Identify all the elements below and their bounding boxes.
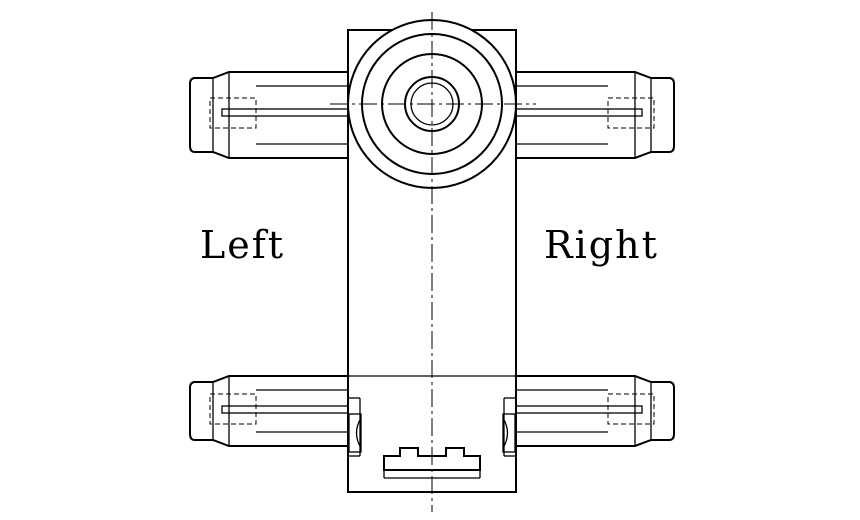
clip-left	[348, 413, 362, 453]
center-lines	[330, 12, 536, 512]
arm-upper-left	[189, 71, 349, 159]
label-left: Left	[200, 223, 286, 267]
clip-right	[502, 413, 516, 453]
label-right: Right	[544, 223, 659, 267]
arm-lower-right	[515, 375, 675, 447]
arm-upper-right	[515, 71, 675, 159]
arm-lower-left	[189, 375, 349, 447]
